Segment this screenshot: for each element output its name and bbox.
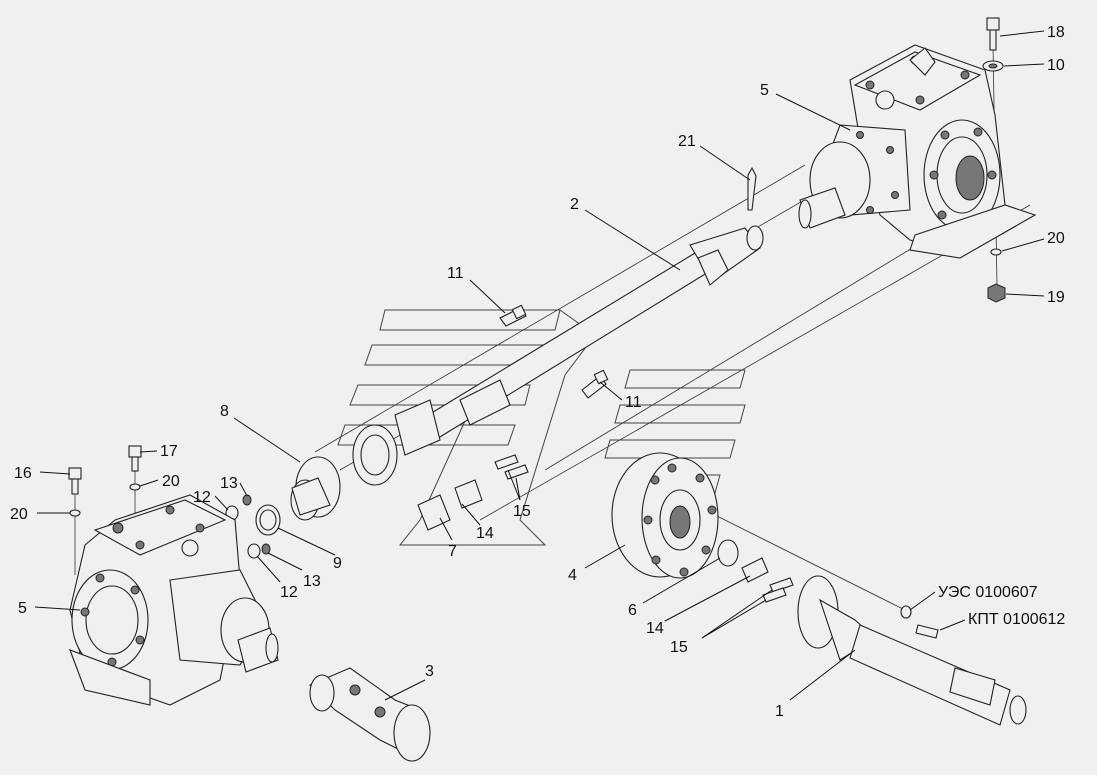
nut-19 bbox=[987, 283, 1006, 303]
label-21: 21 bbox=[678, 133, 696, 150]
label-8: 8 bbox=[220, 403, 229, 420]
label-20-right: 20 bbox=[1047, 230, 1065, 247]
gearbox-left bbox=[69, 494, 279, 706]
label-13-upper: 13 bbox=[220, 475, 238, 492]
label-18: 18 bbox=[1047, 24, 1065, 41]
cotter-pin-21 bbox=[747, 166, 757, 211]
washer-20-right bbox=[990, 248, 1002, 256]
washer-ues bbox=[900, 605, 912, 619]
cover-plate-6 bbox=[717, 539, 739, 567]
label-15-upper: 15 bbox=[513, 503, 531, 520]
label-ues: УЭС 0100607 bbox=[938, 584, 1038, 601]
plate-14-lower bbox=[741, 557, 769, 583]
label-17: 17 bbox=[160, 443, 178, 460]
label-1: 1 bbox=[775, 703, 784, 720]
screws-15-upper bbox=[494, 454, 529, 480]
bolt-11-upper bbox=[499, 304, 527, 327]
flange-8 bbox=[290, 456, 341, 521]
label-11-upper: 11 bbox=[447, 265, 464, 282]
label-19: 19 bbox=[1047, 289, 1065, 306]
label-14-upper: 14 bbox=[476, 525, 494, 542]
washer-13-lower bbox=[261, 543, 271, 555]
label-9: 9 bbox=[333, 555, 342, 572]
label-5-left: 5 bbox=[18, 600, 27, 617]
callout-labels: 18 10 5 21 2 20 19 11 11 8 17 16 20 20 1… bbox=[10, 24, 1065, 720]
label-15-lower: 15 bbox=[670, 639, 688, 656]
bolt-17 bbox=[128, 445, 142, 472]
bolt-11-lower bbox=[581, 369, 609, 399]
label-3: 3 bbox=[425, 663, 434, 680]
label-7: 7 bbox=[448, 543, 457, 560]
label-20-mid: 20 bbox=[162, 473, 180, 490]
seal-ring-9 bbox=[255, 504, 281, 536]
bolt-16 bbox=[68, 467, 82, 495]
coupling-4 bbox=[611, 452, 719, 579]
leader-lines bbox=[34, 30, 1045, 701]
label-12-lower: 12 bbox=[280, 584, 298, 601]
label-12-upper: 12 bbox=[193, 489, 211, 506]
label-13-lower: 13 bbox=[303, 573, 321, 590]
label-2: 2 bbox=[570, 196, 579, 213]
washer-10 bbox=[982, 60, 1004, 72]
label-5-right: 5 bbox=[760, 82, 769, 99]
label-6: 6 bbox=[628, 602, 637, 619]
label-4: 4 bbox=[568, 567, 577, 584]
label-20-left: 20 bbox=[10, 506, 28, 523]
plate-7-14 bbox=[417, 479, 483, 531]
yoke-3 bbox=[309, 667, 431, 762]
drive-shaft-2 bbox=[352, 225, 764, 486]
label-16: 16 bbox=[14, 465, 32, 482]
label-11-lower: 11 bbox=[625, 394, 642, 411]
washer-20-left bbox=[69, 509, 81, 517]
gearbox-right bbox=[798, 44, 1037, 259]
nut-12-lower bbox=[247, 543, 261, 559]
washer-13-upper bbox=[242, 494, 252, 506]
label-10: 10 bbox=[1047, 57, 1065, 74]
bolt-18 bbox=[986, 17, 1000, 51]
bolt-kpt bbox=[915, 624, 939, 639]
label-kpt: КПТ 0100612 bbox=[968, 611, 1065, 628]
washer-20-mid bbox=[129, 483, 141, 491]
screws-15-lower bbox=[762, 577, 794, 603]
label-14-lower: 14 bbox=[646, 620, 664, 637]
drive-shaft-1 bbox=[797, 575, 1027, 726]
